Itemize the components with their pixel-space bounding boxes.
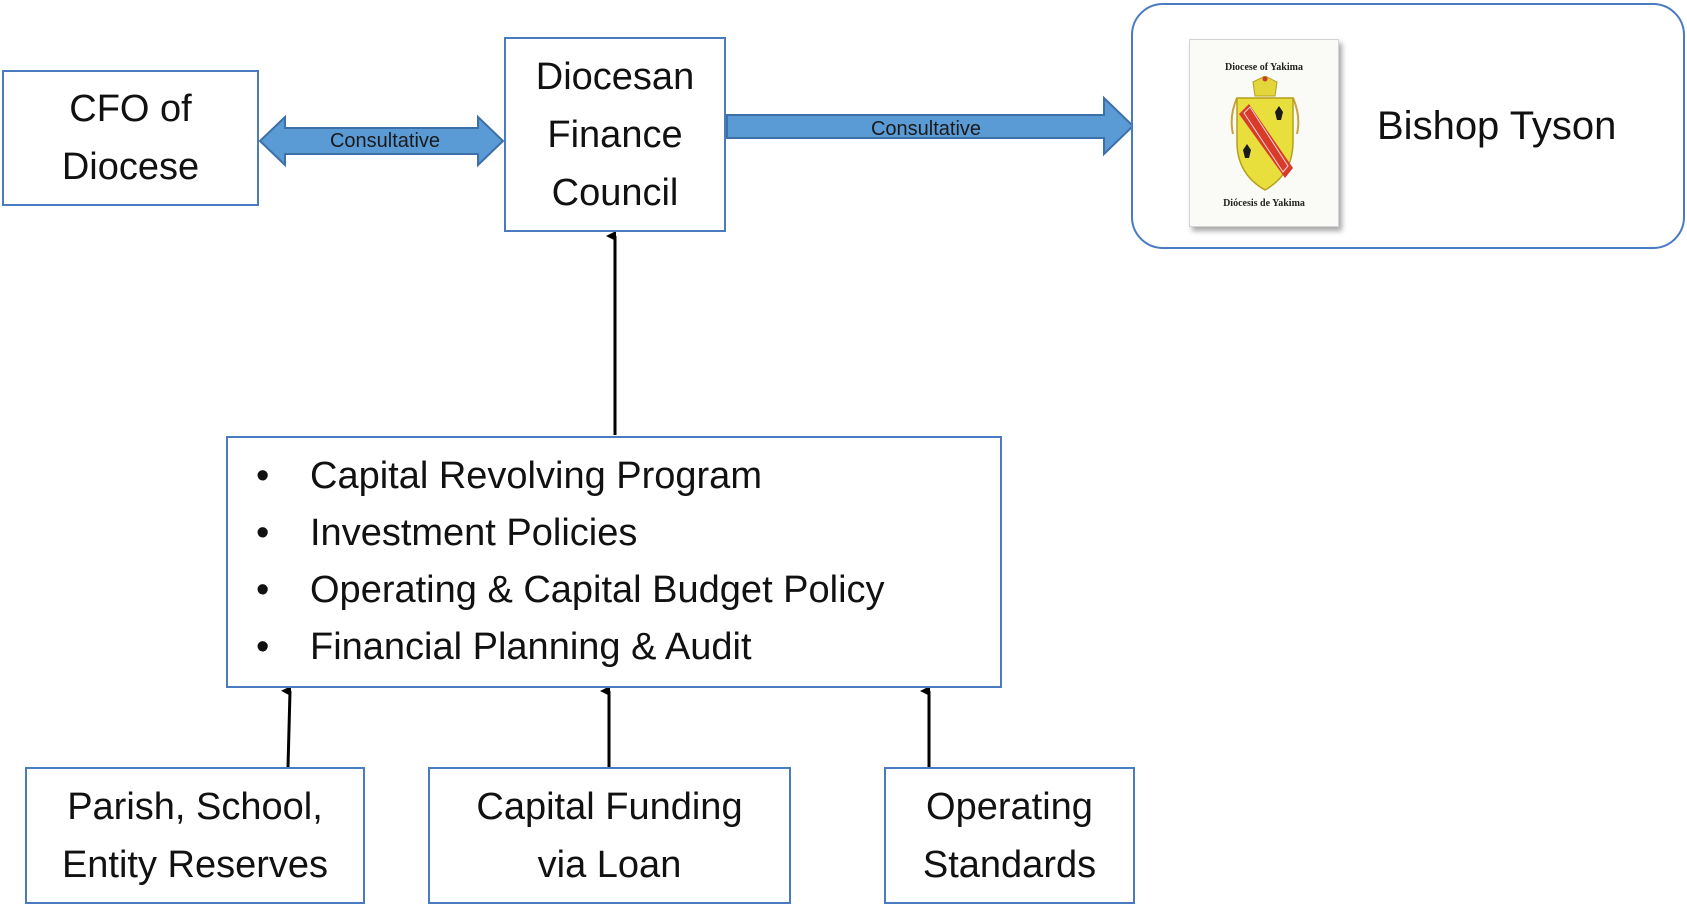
bishop-name: Bishop Tyson bbox=[1377, 104, 1617, 148]
program-item-investment-policies: Investment Policies bbox=[256, 505, 885, 562]
cfo-council-arrow-label: Consultative bbox=[330, 130, 440, 152]
program-list: Capital Revolving Program Investment Pol… bbox=[228, 448, 885, 676]
reserves-to-program-arrow bbox=[281, 686, 292, 768]
program-item-capital-revolving: Capital Revolving Program bbox=[256, 448, 885, 505]
reserves-line-2: Entity Reserves bbox=[61, 843, 329, 886]
council-line-3: Council bbox=[551, 171, 679, 214]
cfo-box: CFO of Diocese bbox=[2, 70, 259, 206]
crest-bottom-text: Diócesis de Yakima bbox=[1223, 198, 1305, 209]
council-bishop-arrow-label: Consultative bbox=[871, 118, 981, 140]
program-list-box: Capital Revolving Program Investment Pol… bbox=[226, 436, 1002, 688]
program-item-planning-audit: Financial Planning & Audit bbox=[256, 619, 885, 676]
loan-line-1: Capital Funding bbox=[476, 785, 743, 828]
crest-shield-icon bbox=[1230, 76, 1300, 191]
crest-top-text: Diocese of Yakima bbox=[1225, 62, 1303, 73]
cfo-council-double-arrow bbox=[258, 114, 505, 168]
cfo-line-2: Diocese bbox=[61, 146, 200, 188]
standards-line-2: Standards bbox=[922, 843, 1097, 886]
finance-council-box: Diocesan Finance Council bbox=[504, 37, 726, 232]
council-line-1: Diocesan bbox=[535, 55, 695, 98]
council-line-2: Finance bbox=[547, 113, 683, 156]
reserves-line-1: Parish, School, bbox=[67, 785, 323, 828]
council-bishop-arrow bbox=[726, 95, 1135, 157]
capital-funding-box: Capital Funding via Loan bbox=[428, 767, 791, 904]
operating-standards-box: Operating Standards bbox=[884, 767, 1135, 904]
program-item-budget-policy: Operating & Capital Budget Policy bbox=[256, 562, 885, 619]
loan-line-2: via Loan bbox=[537, 843, 682, 886]
cfo-line-1: CFO of bbox=[69, 88, 192, 130]
diocese-crest-image: Diocese of Yakima Diócesis de Yakima bbox=[1189, 39, 1339, 227]
standards-line-1: Operating bbox=[926, 785, 1093, 828]
reserves-box: Parish, School, Entity Reserves bbox=[25, 767, 365, 904]
bishop-box: Diocese of Yakima Diócesis de Yakima Bis… bbox=[1131, 3, 1685, 249]
